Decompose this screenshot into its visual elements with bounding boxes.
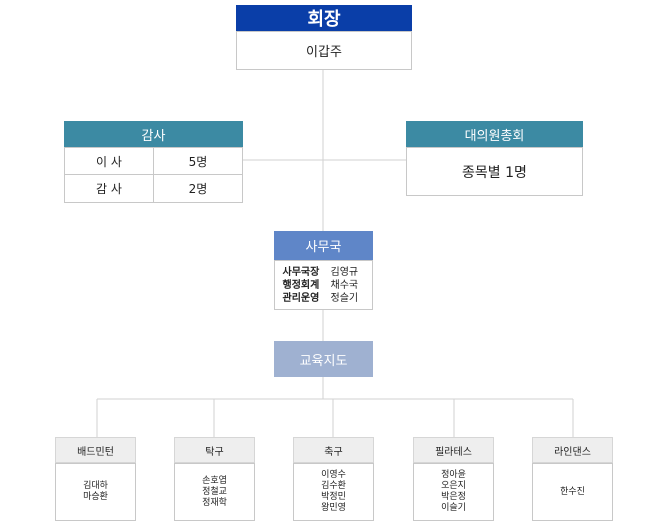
sport-header-badminton: 배드민턴 [55,437,136,463]
secretariat-header: 사무국 [274,231,373,260]
member-name: 손호엽 [202,475,227,486]
sport-header-table-tennis: 탁구 [174,437,255,463]
sport-header-line-dance: 라인댄스 [532,437,613,463]
sport-name: 축구 [324,446,343,458]
sport-name: 탁구 [205,446,224,458]
sport-name: 필라테스 [435,446,472,458]
member-name: 박정민 [321,492,346,502]
delegates-header: 대의원총회 [406,121,583,147]
staff-role: 행정회계 [282,280,320,291]
audit-header: 감사 [64,121,243,147]
staff-role: 관리운영 [282,293,320,304]
member-name: 마승환 [83,492,108,502]
staff-row: 행정회계 채수국 [275,279,372,292]
member-name: 이영수 [321,470,346,480]
staff-role: 사무국장 [282,267,320,278]
staff-row: 관리운영 정슬기 [275,292,372,305]
chairman-name-box: 이갑주 [236,31,412,70]
secretariat-title: 사무국 [305,240,342,255]
education-box: 교육지도 [274,341,373,377]
member-name: 이슬기 [441,503,466,513]
sport-members-pilates: 정아윤 오은지 박은정 이슬기 [413,463,494,521]
audit-role-1: 이 사 [65,148,154,175]
chairman-title: 회장 [307,9,341,30]
audit-role-2: 감 사 [65,175,154,202]
delegates-box: 종목별 1명 [406,147,583,196]
sport-name: 라인댄스 [554,446,591,458]
audit-title: 감사 [141,128,166,144]
sport-members-soccer: 이영수 김수환 박정민 왕민영 [293,463,374,521]
staff-name: 김영규 [330,267,359,278]
member-name: 박은정 [441,492,466,502]
member-name: 한수진 [560,486,585,497]
member-name: 왕민영 [321,503,346,513]
staff-row: 사무국장 김영규 [275,266,372,279]
member-name: 정아윤 [441,470,466,480]
sport-members-badminton: 김대하 마승환 [55,463,136,521]
sport-members-table-tennis: 손호엽 정철교 정재학 [174,463,255,521]
member-name: 김수환 [321,481,346,491]
audit-count-2: 2명 [188,182,208,196]
education-title: 교육지도 [299,353,348,369]
member-name: 정철교 [202,486,227,497]
sport-name: 배드민턴 [77,446,114,458]
chairman-header: 회장 [236,5,412,31]
member-name: 김대하 [83,481,108,491]
member-name: 오은지 [441,481,466,491]
delegates-title: 대의원총회 [464,128,525,144]
chairman-name: 이갑주 [306,45,342,60]
audit-table: 이 사 5명 감 사 2명 [64,147,243,203]
member-name: 정재학 [202,497,227,508]
sport-header-soccer: 축구 [293,437,374,463]
secretariat-staff-box: 사무국장 김영규 행정회계 채수국 관리운영 정슬기 [274,260,373,310]
delegates-value: 종목별 1명 [462,164,527,181]
staff-name: 채수국 [330,280,359,291]
audit-count-1: 5명 [154,148,242,175]
staff-name: 정슬기 [330,293,359,304]
sport-members-line-dance: 한수진 [532,463,613,521]
sport-header-pilates: 필라테스 [413,437,494,463]
